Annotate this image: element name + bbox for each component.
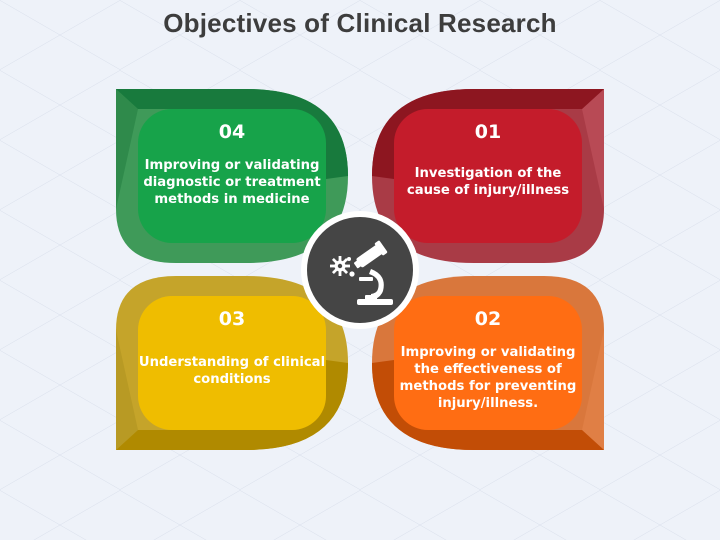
objective-card-01: 01 Investigation of the cause of injury/… [372,89,604,263]
objective-card-04: 04 Improving or validating diagnostic or… [116,89,348,263]
card-03-shape [116,276,348,450]
card-03-number: 03 [218,308,246,330]
card-04-number: 04 [218,121,246,143]
center-icon-ring [301,211,419,329]
card-04-shape [116,89,348,263]
page-title: Objectives of Clinical Research [163,8,557,38]
card-01-shape [372,89,604,263]
card-02-text: Improving or validating the effectivenes… [399,345,577,411]
objective-card-02: 02 Improving or validating the effective… [372,276,604,450]
card-01-text: Investigation of the cause of injury/ill… [406,166,570,198]
card-02-shape [372,276,604,450]
card-01-number: 01 [474,121,502,143]
card-04-text: Improving or validating diagnostic or tr… [143,158,321,207]
objective-card-03: 03 Understanding of clinical conditions [116,276,348,450]
card-02-number: 02 [474,308,502,330]
microscope-virus-icon [307,217,413,323]
card-03-text: Understanding of clinical conditions [138,355,326,387]
